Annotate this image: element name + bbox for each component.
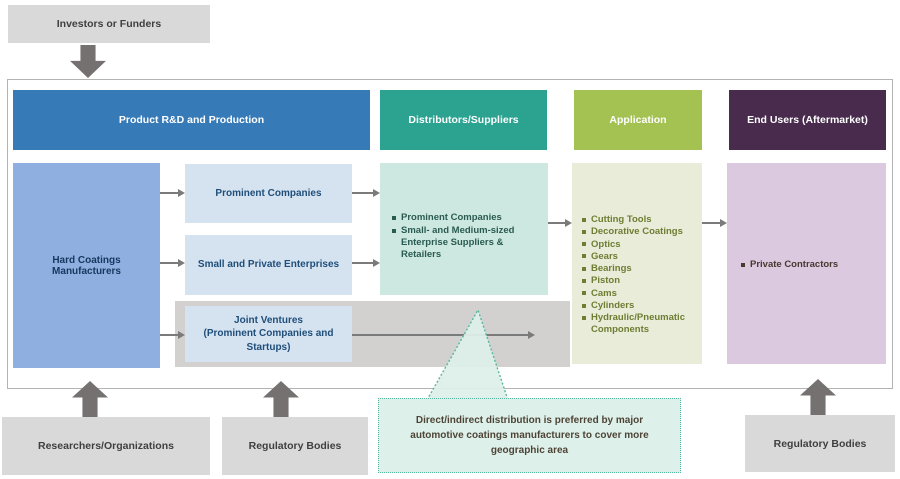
list-item-label: Small- and Medium-sized Enterprise Suppl… [401, 225, 515, 260]
bullet-icon [392, 215, 396, 220]
list-item-label: Piston [591, 275, 621, 287]
list-item: Decorative Coatings [582, 226, 698, 237]
application-list: Cutting Tools Decorative Coatings Optics… [582, 214, 698, 336]
arrow-hcm-to-joint-ventures [160, 330, 185, 340]
arrow-hcm-to-small-private [160, 258, 185, 268]
prominent-companies-box: Prominent Companies [185, 164, 352, 223]
bullet-icon [741, 262, 745, 267]
joint-ventures-line2: (Prominent Companies and Startups) [203, 328, 334, 353]
bullet-icon [582, 291, 586, 296]
header-distributors-suppliers: Distributors/Suppliers [380, 90, 547, 150]
list-item: Small- and Medium-sized Enterprise Suppl… [392, 225, 540, 261]
arrow-distributors-to-application [548, 218, 572, 228]
bullet-icon [582, 242, 586, 247]
hard-coatings-manufacturers-box: Hard Coatings Manufacturers [13, 163, 160, 368]
bullet-icon [582, 303, 586, 308]
bullet-icon [392, 228, 396, 233]
investors-box: Investors or Funders [8, 5, 210, 43]
list-item-label: Bearings [591, 263, 632, 275]
header-end-users: End Users (Aftermarket) [729, 90, 886, 150]
list-item-label: Cylinders [591, 300, 635, 312]
list-item: Piston [582, 275, 698, 286]
list-item-label: Hydraulic/Pneumatic Components [591, 312, 685, 335]
list-item: Optics [582, 239, 698, 250]
arrow-down-icon [70, 45, 106, 78]
distributors-panel [380, 163, 548, 295]
end-users-panel [727, 163, 886, 364]
bullet-icon [582, 315, 586, 320]
list-item-label: Cams [591, 287, 617, 299]
header-product-rd-production: Product R&D and Production [13, 90, 370, 150]
list-item: Prominent Companies [392, 212, 540, 224]
list-item-label: Cutting Tools [591, 214, 652, 225]
distribution-callout: Direct/indirect distribution is preferre… [378, 398, 681, 473]
bullet-icon [582, 254, 586, 259]
list-item: Cutting Tools [582, 214, 698, 225]
researchers-organizations-box: Researchers/Organizations [2, 417, 210, 475]
arrow-prominent-to-distributors [352, 188, 380, 198]
list-item-label: Private Contractors [750, 259, 839, 270]
small-private-enterprises-box: Small and Private Enterprises [185, 235, 352, 295]
arrow-hcm-to-prominent [160, 188, 185, 198]
application-panel [572, 163, 702, 364]
distributors-list: Prominent Companies Small- and Medium-si… [392, 212, 540, 262]
bullet-icon [582, 278, 586, 283]
regulatory-bodies-box-right: Regulatory Bodies [745, 415, 895, 472]
list-item: Bearings [582, 263, 698, 274]
list-item-label: Gears [591, 250, 618, 262]
bullet-icon [582, 229, 586, 234]
end-users-list: Private Contractors [741, 259, 881, 272]
regulatory-bodies-box-middle: Regulatory Bodies [222, 417, 368, 475]
header-application: Application [574, 90, 702, 150]
list-item-label: Optics [591, 238, 621, 250]
list-item: Cams [582, 288, 698, 299]
bullet-icon [582, 266, 586, 271]
arrow-application-to-end-users [702, 218, 727, 228]
list-item: Gears [582, 251, 698, 262]
joint-ventures-box: Joint Ventures (Prominent Companies and … [185, 306, 352, 362]
list-item: Cylinders [582, 300, 698, 311]
arrow-small-private-to-distributors [352, 258, 380, 268]
list-item-label: Prominent Companies [401, 212, 502, 223]
arrow-joint-ventures-right [352, 330, 535, 340]
list-item-label: Decorative Coatings [591, 226, 683, 238]
list-item: Private Contractors [741, 259, 881, 271]
bullet-icon [582, 217, 586, 222]
list-item: Hydraulic/Pneumatic Components [582, 312, 698, 335]
joint-ventures-line1: Joint Ventures [234, 314, 303, 326]
